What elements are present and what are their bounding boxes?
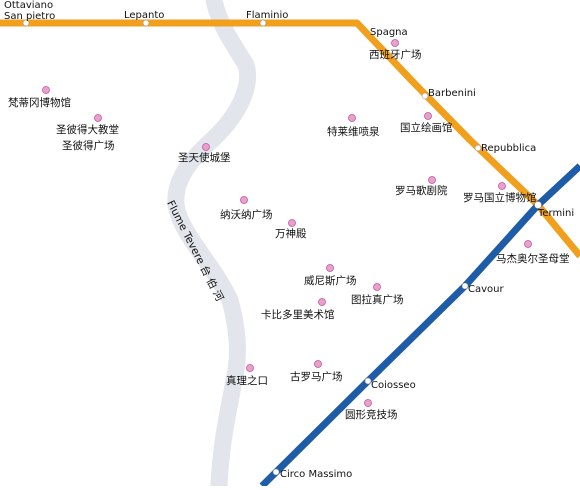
poi-label-bocca-verita: 真理之口 (226, 375, 268, 387)
poi-dot-colosseum[interactable] (364, 399, 372, 407)
poi-dot-castel-santangelo[interactable] (202, 143, 210, 151)
station-dot-flaminio[interactable] (259, 19, 267, 27)
poi-label-trajan-forum: 图拉真广场 (351, 294, 404, 306)
station-dot-lepanto[interactable] (142, 19, 150, 27)
poi-dot-opera-house[interactable] (428, 176, 436, 184)
poi-dot-navona[interactable] (240, 196, 248, 204)
poi-label-trevi: 特莱维喷泉 (327, 126, 380, 138)
station-label-colosseo: Coiosseo (371, 380, 416, 391)
poi-dot-roman-forum[interactable] (314, 360, 322, 368)
poi-label-opera-house: 罗马歌剧院 (395, 185, 448, 197)
poi-dot-venezia[interactable] (326, 264, 334, 272)
poi-label-santa-maria-maggiore: 马杰奥尔圣母堂 (496, 253, 570, 265)
poi-dot-capitoline-museum[interactable] (318, 298, 326, 306)
station-label-barbenini: Barbenini (428, 88, 476, 99)
poi-dot-national-museum[interactable] (498, 182, 506, 190)
poi-label-navona: 纳沃纳广场 (220, 209, 273, 221)
poi-dot-national-gallery[interactable] (424, 112, 432, 120)
metro-line-b (259, 163, 580, 489)
station-dot-repubblica[interactable] (474, 144, 482, 152)
station-dot-termini[interactable] (534, 201, 542, 209)
poi-label-national-museum: 罗马国立博物馆 (463, 192, 537, 204)
poi-label-roman-forum: 古罗马广场 (290, 371, 343, 383)
poi-label-venezia: 威尼斯广场 (304, 275, 357, 287)
station-label-spagna: Spagna (370, 27, 408, 38)
poi-label-castel-santangelo: 圣天使城堡 (178, 152, 231, 164)
poi-dot-trevi[interactable] (348, 114, 356, 122)
station-label-lepanto: Lepanto (124, 10, 165, 21)
station-label-flaminio: Flaminio (246, 10, 289, 21)
poi-label-st-peter-square: 圣彼得广场 (62, 140, 115, 152)
station-dot-colosseo[interactable] (364, 377, 372, 385)
station-label-repubblica: Repubblica (481, 143, 537, 154)
station-label-cavour: Cavour (468, 284, 504, 295)
station-dot-barbenini[interactable] (421, 92, 429, 100)
station-label-ottaviano-2: San pietro (4, 11, 56, 22)
metro-line-a (0, 19, 580, 259)
poi-label-st-peter-cathedral: 圣彼得大教堂 (56, 124, 119, 136)
poi-dot-trajan-forum[interactable] (373, 283, 381, 291)
poi-dot-pantheon[interactable] (288, 219, 296, 227)
station-dot-cavour[interactable] (461, 282, 469, 290)
station-label-circo-massimo: Circo Massimo (280, 469, 353, 480)
station-label-ottaviano-1: Ottaviano (4, 0, 54, 11)
poi-dot-bocca-verita[interactable] (246, 364, 254, 372)
poi-label-capitoline-museum: 卡比多里美术馆 (261, 309, 335, 321)
tiber-river (167, 0, 256, 490)
poi-markers (42, 39, 532, 407)
poi-label-pantheon: 万神殿 (275, 228, 307, 240)
poi-dot-vatican-museum[interactable] (42, 86, 50, 94)
station-dot-ottaviano[interactable] (22, 19, 30, 27)
poi-dot-st-peter-cathedral[interactable] (94, 114, 102, 122)
station-dot-circo-massimo[interactable] (272, 468, 280, 476)
poi-label-vatican-museum: 梵蒂冈博物馆 (8, 97, 71, 109)
metro-stations (22, 19, 542, 476)
poi-dot-santa-maria-maggiore[interactable] (524, 240, 532, 248)
poi-label-colosseum: 圆形竞技场 (345, 409, 398, 421)
poi-label-national-gallery: 国立绘画馆 (400, 122, 453, 134)
poi-label-spagna: 西班牙广场 (369, 49, 422, 61)
poi-dot-spagna[interactable] (391, 39, 399, 47)
station-label-termini: Termini (538, 208, 575, 219)
